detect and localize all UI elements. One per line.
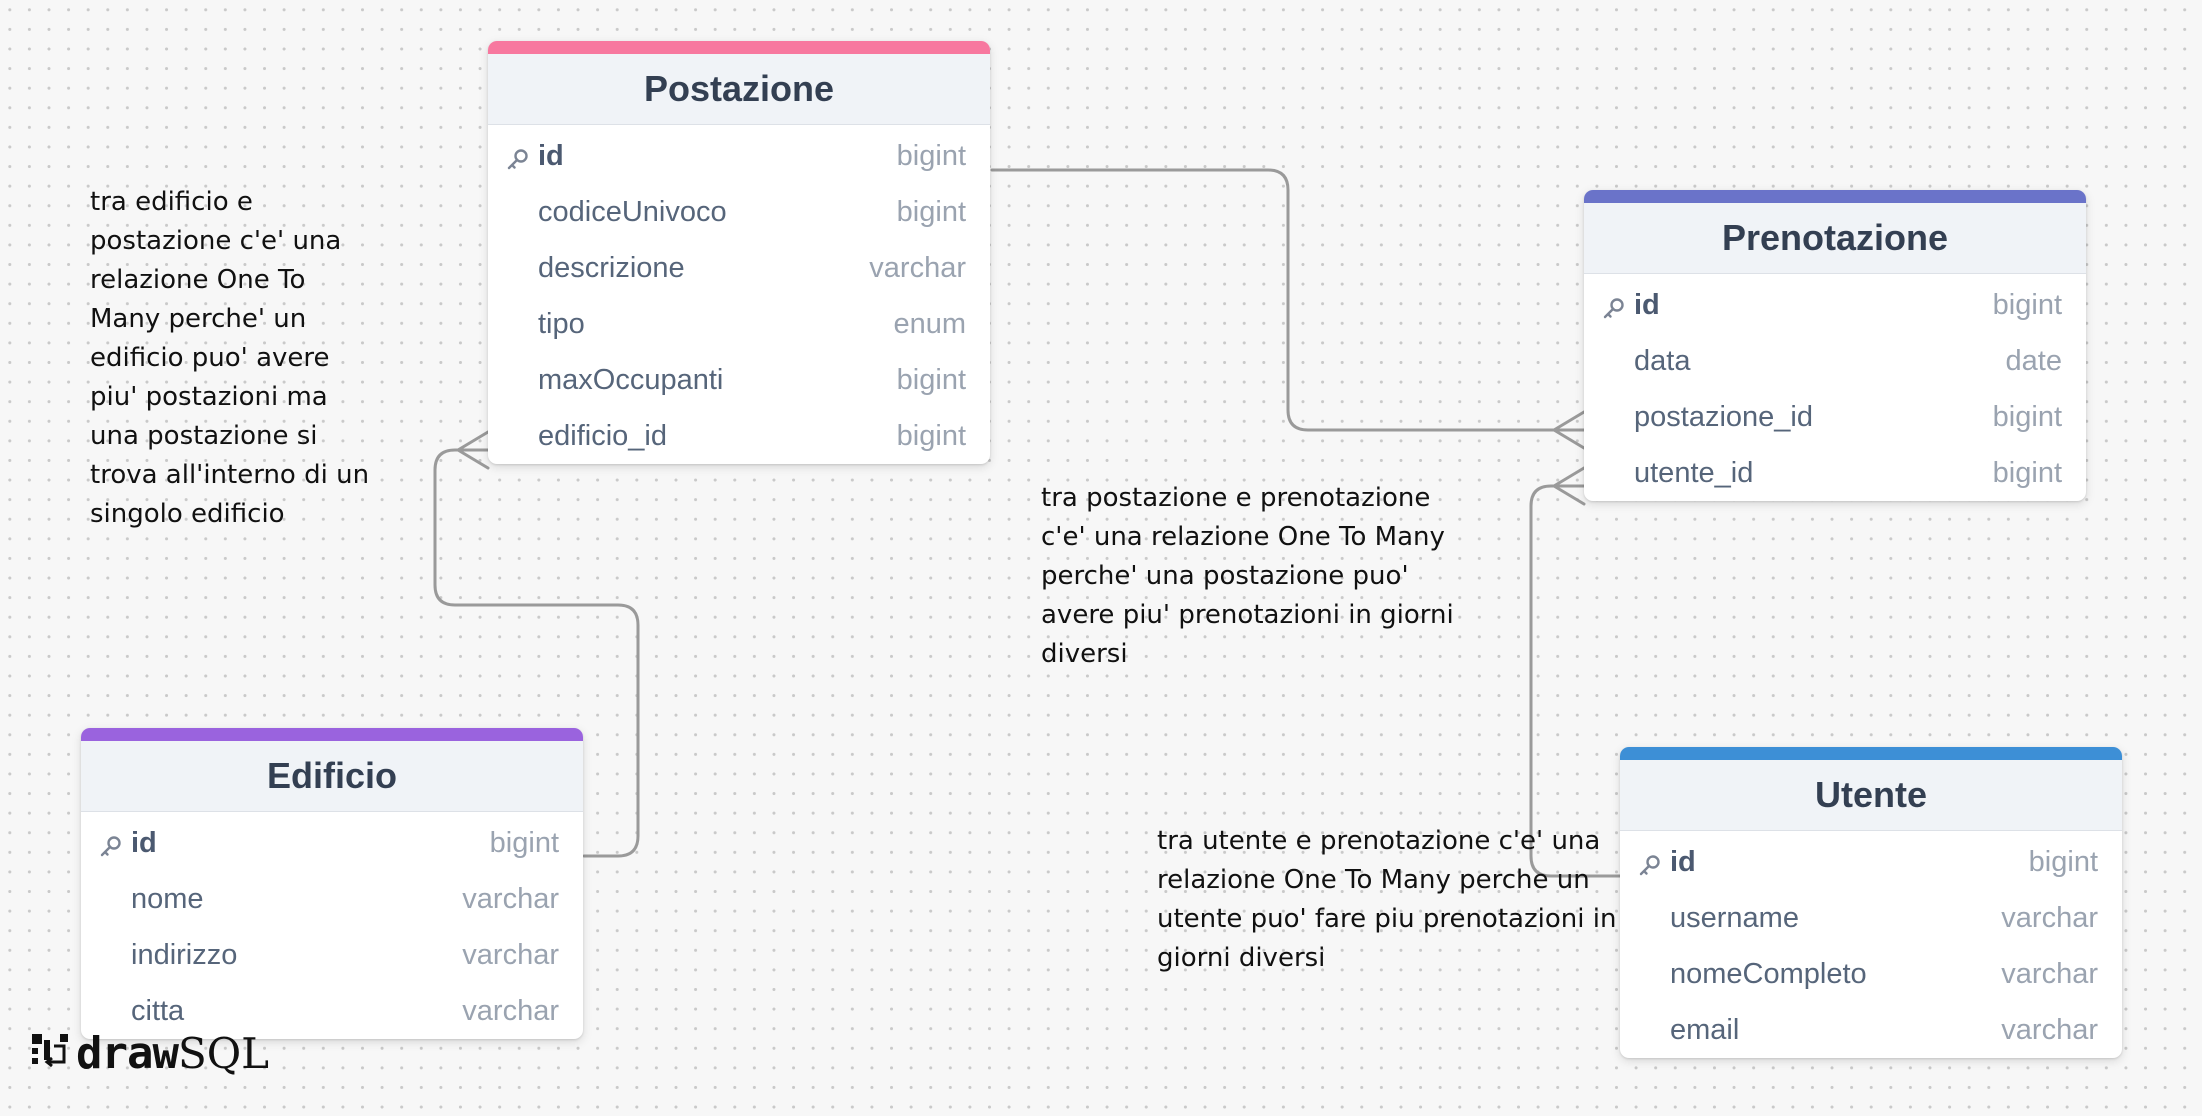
table-title[interactable]: Edificio	[81, 741, 583, 812]
column-list: id bigint codiceUnivoco bigint descrizione va…	[488, 125, 990, 464]
logo-text-sql: SQL	[177, 1029, 270, 1078]
primary-key-icon	[1602, 294, 1626, 319]
table-color-bar	[1620, 747, 2122, 760]
column-type: bigint	[896, 363, 966, 396]
column-name: nome	[131, 882, 204, 915]
edge-utente-prenotazione	[1529, 484, 1622, 878]
column-name: id	[538, 139, 564, 172]
logo-text-draw: draw	[76, 1028, 179, 1079]
column-name: edificio_id	[538, 419, 667, 452]
table-title[interactable]: Prenotazione	[1584, 203, 2086, 274]
column-row[interactable]: utente_id bigint	[1584, 445, 2086, 501]
column-name: id	[1670, 845, 1696, 878]
column-name: id	[131, 826, 157, 859]
column-name: username	[1670, 901, 1799, 934]
column-name: maxOccupanti	[538, 363, 724, 396]
column-name: email	[1670, 1013, 1740, 1046]
crowfoot-prenotazione-postazione	[1552, 410, 1586, 450]
column-type: varchar	[2001, 957, 2098, 990]
column-name: id	[1634, 288, 1660, 321]
column-type: date	[2005, 344, 2062, 377]
column-type: bigint	[1992, 456, 2062, 489]
column-type: enum	[893, 307, 966, 340]
column-name: tipo	[538, 307, 585, 340]
crowfoot-postazione-edificio	[456, 430, 490, 470]
column-type: bigint	[2028, 845, 2098, 878]
column-row[interactable]: id bigint	[81, 815, 583, 871]
table-prenotazione[interactable]: Prenotazione id bigint data date postazione_…	[1584, 190, 2086, 501]
column-type: varchar	[462, 938, 559, 971]
column-row[interactable]: email varchar	[1620, 1002, 2122, 1058]
table-edificio[interactable]: Edificio id bigint nome varchar indirizzo var…	[81, 728, 583, 1039]
column-type: bigint	[896, 195, 966, 228]
column-row[interactable]: maxOccupanti bigint	[488, 352, 990, 408]
column-row[interactable]: nomeCompleto varchar	[1620, 946, 2122, 1002]
column-row[interactable]: tipo enum	[488, 296, 990, 352]
column-row[interactable]: id bigint	[1584, 277, 2086, 333]
column-name: postazione_id	[1634, 400, 1813, 433]
column-type: bigint	[896, 419, 966, 452]
table-title[interactable]: Postazione	[488, 54, 990, 125]
primary-key-icon	[1638, 851, 1662, 876]
column-name: data	[1634, 344, 1691, 377]
drawsql-logo-icon	[32, 1033, 68, 1067]
column-name: codiceUnivoco	[538, 195, 727, 228]
column-name: indirizzo	[131, 938, 238, 971]
column-name: nomeCompleto	[1670, 957, 1867, 990]
column-type: bigint	[896, 139, 966, 172]
column-row[interactable]: descrizione varchar	[488, 240, 990, 296]
column-row[interactable]: citta varchar	[81, 983, 583, 1039]
primary-key-icon	[99, 832, 123, 857]
crowfoot-prenotazione-utente	[1552, 466, 1586, 506]
column-type: varchar	[2001, 901, 2098, 934]
column-name: descrizione	[538, 251, 685, 284]
column-row[interactable]: id bigint	[488, 128, 990, 184]
column-row[interactable]: data date	[1584, 333, 2086, 389]
column-row[interactable]: edificio_id bigint	[488, 408, 990, 464]
column-type: bigint	[1992, 288, 2062, 321]
column-name: utente_id	[1634, 456, 1754, 489]
edge-edificio-postazione	[433, 448, 640, 858]
table-color-bar	[488, 41, 990, 54]
column-list: id bigint username varchar nomeCompleto varch…	[1620, 831, 2122, 1058]
column-row[interactable]: postazione_id bigint	[1584, 389, 2086, 445]
edge-postazione-prenotazione	[990, 168, 1586, 432]
column-row[interactable]: id bigint	[1620, 834, 2122, 890]
column-type: varchar	[462, 994, 559, 1027]
column-row[interactable]: nome varchar	[81, 871, 583, 927]
column-row[interactable]: codiceUnivoco bigint	[488, 184, 990, 240]
column-type: bigint	[489, 826, 559, 859]
table-color-bar	[1584, 190, 2086, 203]
column-row[interactable]: indirizzo varchar	[81, 927, 583, 983]
column-name: citta	[131, 994, 185, 1027]
primary-key-icon	[506, 145, 530, 170]
table-postazione[interactable]: Postazione id bigint codiceUnivoco bigint de…	[488, 41, 990, 464]
note-edificio-postazione[interactable]: tra edificio e postazione c'e' una relaz…	[90, 187, 370, 529]
column-type: varchar	[462, 882, 559, 915]
column-type: varchar	[2001, 1013, 2098, 1046]
note-postazione-prenotazione[interactable]: tra postazione e prenotazione c'e' una r…	[1041, 483, 1454, 669]
column-type: bigint	[1992, 400, 2062, 433]
column-type: varchar	[869, 251, 966, 284]
note-utente-prenotazione[interactable]: tra utente e prenotazione c'e' una relaz…	[1157, 826, 1617, 973]
table-color-bar	[81, 728, 583, 741]
column-row[interactable]: username varchar	[1620, 890, 2122, 946]
table-title[interactable]: Utente	[1620, 760, 2122, 831]
